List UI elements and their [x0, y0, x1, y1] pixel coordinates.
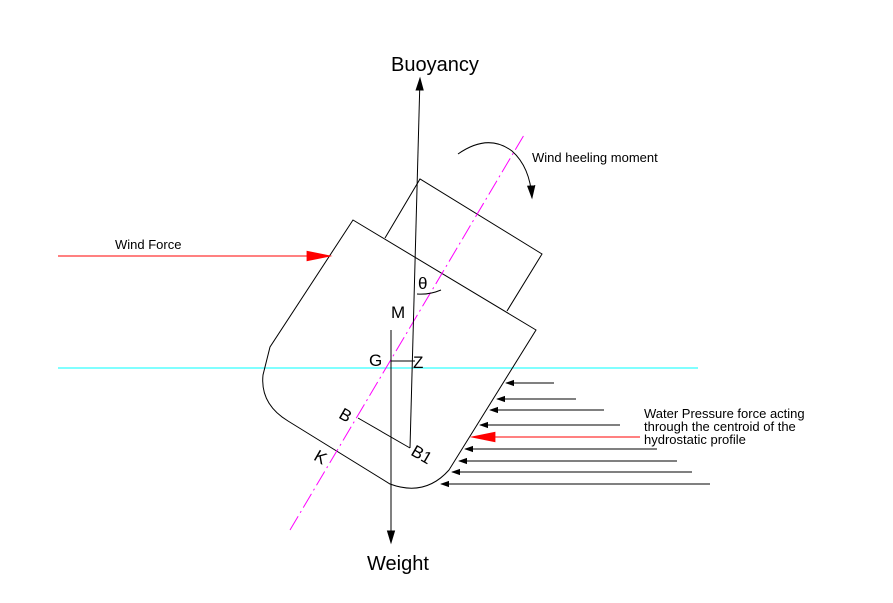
k-label: K: [311, 446, 331, 468]
superstructure-outline: [384, 178, 543, 312]
water-pressure-arrows: [440, 379, 710, 488]
water-pressure-label-line-1: Water Pressure force acting: [644, 406, 805, 421]
b1-label: B1: [408, 441, 436, 468]
theta-arc: [416, 289, 442, 295]
wind-force-label: Wind Force: [115, 237, 181, 252]
weight-label: Weight: [367, 553, 429, 575]
b-label: B: [336, 404, 355, 426]
theta-label: θ: [418, 274, 427, 293]
buoyancy-label: Buoyancy: [391, 54, 479, 76]
water-pressure-label-line-2: through the centroid of the: [644, 419, 796, 434]
water-pressure-label-line-3: hydrostatic profile: [644, 432, 746, 447]
buoyancy-arrow: [409, 76, 424, 449]
hull-outline: [262, 219, 537, 489]
g-label: G: [369, 351, 382, 370]
wind-heeling-moment-arrow: [457, 142, 536, 200]
b-to-b1-line: [357, 417, 411, 449]
wind-heeling-moment-label: Wind heeling moment: [532, 150, 658, 165]
heeled-centreline: [289, 134, 525, 531]
m-label: M: [391, 303, 405, 322]
z-label: Z: [413, 353, 423, 372]
